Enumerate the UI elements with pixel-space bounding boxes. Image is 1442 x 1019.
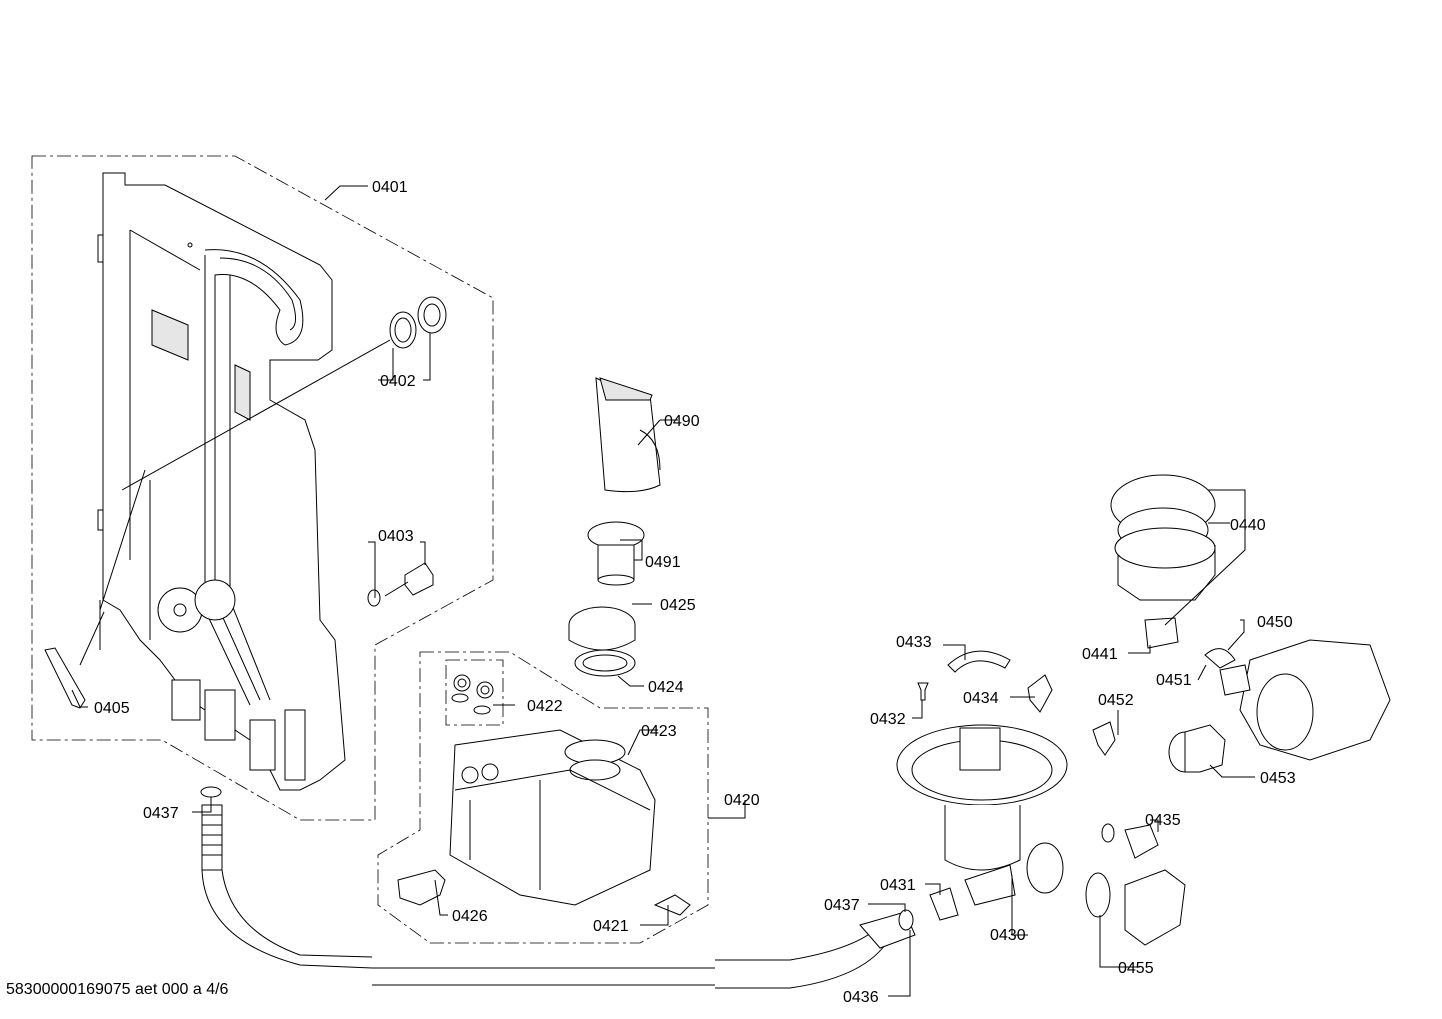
impeller-part-0441 [1144, 617, 1179, 649]
label-0426: 0426 [452, 908, 488, 925]
drain-hose-part [201, 804, 916, 989]
group-outline-seal-set [445, 659, 504, 726]
document-id-footer: 58300000169075 aet 000 a 4/6 [6, 981, 229, 998]
label-0430: 0430 [990, 927, 1026, 944]
side-panel-part [79, 172, 391, 791]
label-0401: 0401 [372, 179, 408, 196]
clip-part-0421 [653, 894, 691, 916]
label-0421: 0421 [593, 918, 629, 935]
label-0436: 0436 [843, 989, 879, 1006]
pump-sump-part-0430 [896, 724, 1068, 906]
pump-motor-part-0450 [1219, 639, 1391, 761]
clamp-part-0433 [947, 650, 1011, 673]
label-0423: 0423 [641, 723, 677, 740]
label-0402: 0402 [380, 373, 416, 390]
group-outline-side-panel [31, 155, 494, 821]
leader-lines [71, 185, 1255, 997]
clip-part-0452 [1092, 721, 1116, 756]
label-0437-left: 0437 [143, 805, 179, 822]
pump-housing-part-0440 [1110, 474, 1216, 601]
label-0420: 0420 [724, 792, 760, 809]
clip-part-0451 [1204, 648, 1236, 669]
screw-part-0432 [917, 682, 929, 701]
label-0490: 0490 [664, 413, 700, 430]
label-0491: 0491 [645, 554, 681, 571]
pump-part-0455 [1085, 869, 1186, 946]
seal-ring-part-0402 [389, 296, 447, 349]
connector-part-0403 [367, 562, 434, 607]
cap-part-0491 [587, 521, 645, 586]
funnel-part-0490 [595, 377, 661, 493]
label-0435: 0435 [1145, 812, 1181, 829]
valve-part-0435 [1101, 823, 1159, 859]
connector-part-0453 [1168, 724, 1226, 773]
nozzle-part-0431 [929, 887, 959, 921]
ring-inner-0424 [582, 654, 628, 672]
sensor-part-0426 [397, 869, 446, 906]
label-0437-right: 0437 [824, 897, 860, 914]
label-0433: 0433 [896, 634, 932, 651]
label-0441: 0441 [1082, 646, 1118, 663]
group-outline-sump-housing [377, 651, 709, 944]
bracket-part-0434 [1027, 674, 1053, 713]
label-0425: 0425 [660, 597, 696, 614]
label-0422: 0422 [527, 698, 563, 715]
label-0405: 0405 [94, 700, 130, 717]
label-0453: 0453 [1260, 770, 1296, 787]
o-ring-part-0437-left [200, 786, 222, 798]
label-0455: 0455 [1118, 960, 1154, 977]
label-0434: 0434 [963, 690, 999, 707]
label-0431: 0431 [880, 877, 916, 894]
label-0432: 0432 [870, 711, 906, 728]
clip-part-0405 [44, 647, 86, 709]
cap-part-0425 [568, 606, 636, 651]
label-0424: 0424 [648, 679, 684, 696]
label-0450: 0450 [1257, 614, 1293, 631]
label-0451: 0451 [1156, 672, 1192, 689]
label-0440: 0440 [1230, 517, 1266, 534]
seal-set-part-0422 [451, 674, 494, 715]
label-0452: 0452 [1098, 692, 1134, 709]
label-0403: 0403 [378, 528, 414, 545]
sump-housing-part-0420 [449, 729, 656, 906]
